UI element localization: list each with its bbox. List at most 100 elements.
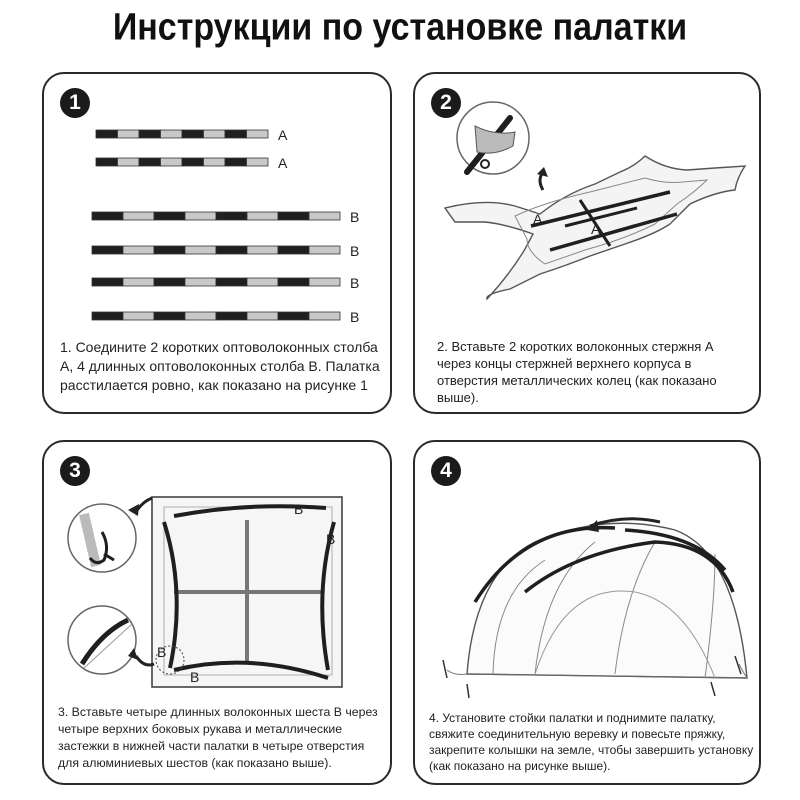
stake-icon-4 <box>710 681 716 697</box>
dome-seam-2 <box>534 541 596 675</box>
rod-segment <box>181 129 204 139</box>
tent-flat-outline <box>443 155 747 301</box>
rod-segment <box>122 211 155 221</box>
rod-segment <box>122 245 155 255</box>
rod-segment <box>277 277 310 287</box>
rod-a-1: A <box>95 127 288 143</box>
step-3-caption: 3. Вставьте четыре длинных волоконных ше… <box>58 705 378 770</box>
rod-a-2: A <box>95 155 288 171</box>
label-b-3: B <box>157 644 166 660</box>
rod-segment <box>308 277 341 287</box>
rod-segment <box>122 311 155 321</box>
step-4-illustration <box>442 517 748 699</box>
tent-flat-inner <box>514 177 709 265</box>
step-2-illustration: A A <box>443 101 747 301</box>
dome-outline <box>466 522 748 679</box>
step-3-illustration: B B B B <box>67 496 343 688</box>
rod-segment <box>181 157 204 167</box>
stake-icon-1 <box>442 659 448 679</box>
rod-label-b: B <box>350 275 359 291</box>
label-a-1: A <box>533 211 543 227</box>
step-3-panel: 3 B B B B 3. Вставьте четыре длинных вол… <box>42 440 392 785</box>
page-title: Инструкции по установке палатки <box>112 5 688 49</box>
step-2-panel: 2 A A 2. Вставьте 2 коротких волоконных … <box>413 72 761 414</box>
rod-segment <box>308 211 341 221</box>
rod-a-line-2 <box>549 212 678 252</box>
rod-segment <box>117 129 140 139</box>
dome-seam-1 <box>492 559 546 675</box>
rod-segment <box>184 311 217 321</box>
label-a-2: A <box>591 221 601 237</box>
rod-segment <box>153 211 186 221</box>
rod-segment <box>246 277 279 287</box>
cross-rod-2 <box>564 206 638 228</box>
rod-segment <box>308 245 341 255</box>
rod-b-5: B <box>91 275 359 291</box>
step-4-caption: 4. Установите стойки палатки и поднимите… <box>429 711 754 773</box>
rod-segment <box>160 157 183 167</box>
step-4-panel: 4 4. Установите стойки палатки и подними… <box>413 440 761 785</box>
stake-icon-3 <box>734 655 742 675</box>
label-b-1: B <box>294 501 303 517</box>
rod-label-b: B <box>350 209 359 225</box>
rod-segment <box>203 157 226 167</box>
rod-segment <box>277 245 310 255</box>
stake-icon-2 <box>466 683 470 699</box>
rod-a-line-1 <box>530 190 671 228</box>
rod-segment <box>246 245 279 255</box>
rod-segment <box>95 129 118 139</box>
pole-2 <box>523 540 735 594</box>
rod-segment <box>138 129 161 139</box>
rod-segment <box>153 245 186 255</box>
rod-segment <box>215 211 248 221</box>
rod-segment <box>160 129 183 139</box>
rod-b-left <box>162 521 179 669</box>
rod-b-top <box>173 504 327 518</box>
rod-segment <box>246 311 279 321</box>
pole-3 <box>624 528 727 572</box>
rod-segment <box>153 277 186 287</box>
rod-b-bottom <box>173 660 329 680</box>
rod-segment <box>308 311 341 321</box>
rod-segment <box>95 157 118 167</box>
detail-rod-bottom <box>79 617 130 666</box>
rod-segment <box>215 245 248 255</box>
rod-segment <box>203 129 226 139</box>
rod-segment <box>224 157 247 167</box>
rod-segment <box>117 157 140 167</box>
arrow-curve-icon-2 <box>134 655 155 667</box>
rod-b-6: B <box>91 309 359 325</box>
rod-segment <box>277 211 310 221</box>
step-1-caption: 1. Соедините 2 коротких оптоволоконных с… <box>60 339 380 393</box>
rod-b-3: B <box>91 209 359 225</box>
label-b-2: B <box>326 531 335 547</box>
dome-floor <box>466 673 748 679</box>
rod-segment <box>122 277 155 287</box>
guy-rope-1 <box>446 669 468 675</box>
rod-segment <box>153 311 186 321</box>
detail-fabric <box>474 125 516 154</box>
rod-segment <box>224 129 247 139</box>
detail-hook-icon <box>103 552 115 562</box>
rod-segment <box>91 245 124 255</box>
rod-segment <box>184 245 217 255</box>
guy-rope-2 <box>738 663 748 679</box>
detail-marker-circle <box>155 645 185 675</box>
step-2-badge: 2 <box>431 88 461 118</box>
rod-label-a: A <box>278 155 288 171</box>
step-3-badge: 3 <box>60 456 90 486</box>
rod-segment <box>215 311 248 321</box>
rod-segment <box>246 211 279 221</box>
rod-segment <box>91 311 124 321</box>
detail-ring <box>480 159 490 169</box>
step-1-badge: 1 <box>60 88 90 118</box>
rod-segment <box>277 311 310 321</box>
cross-rod <box>578 199 612 247</box>
rod-label-b: B <box>350 243 359 259</box>
label-b-4: B <box>190 669 199 685</box>
step-2-caption: 2. Вставьте 2 коротких волоконных стержн… <box>437 339 717 405</box>
step-4-badge: 4 <box>431 456 461 486</box>
rod-segment <box>138 157 161 167</box>
